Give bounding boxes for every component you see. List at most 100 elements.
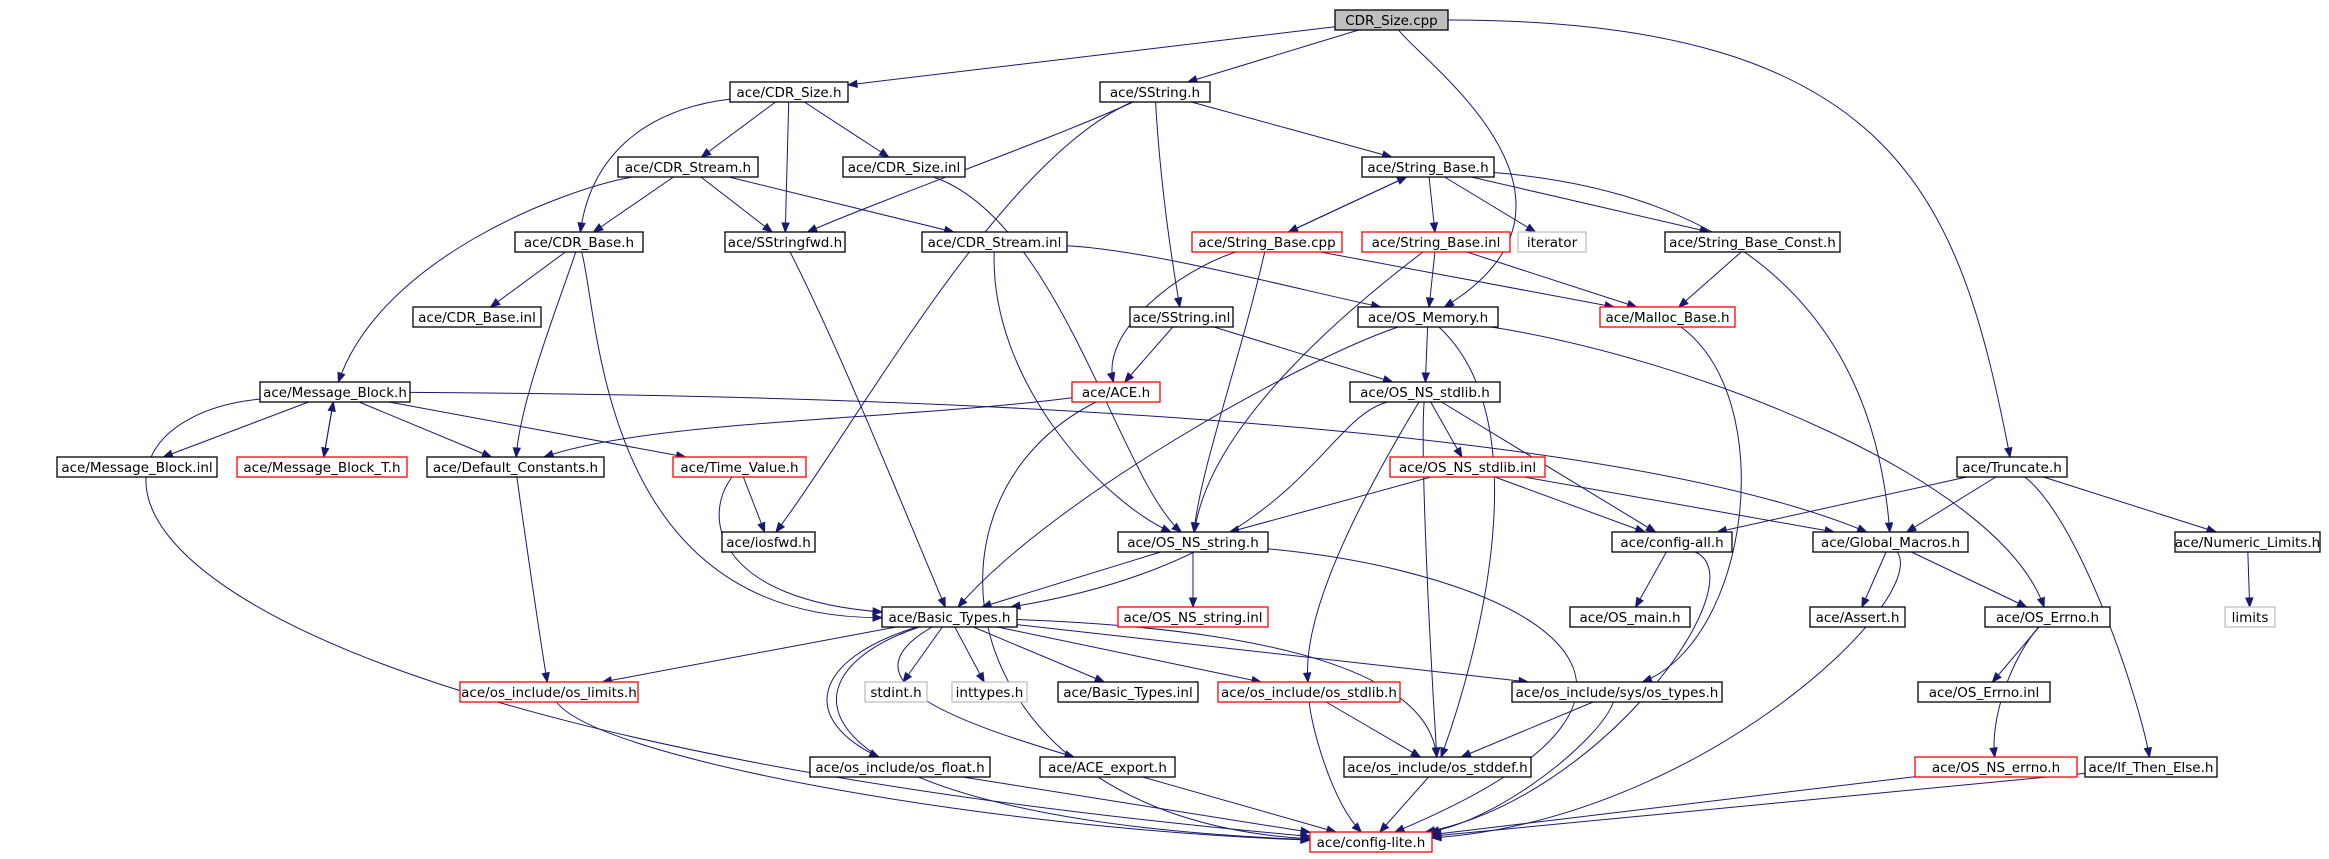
node-time_value_h[interactable]: ace/Time_Value.h [672, 456, 807, 478]
node-cdr_base_h[interactable]: ace/CDR_Base.h [514, 231, 644, 253]
node-sstring_h[interactable]: ace/SString.h [1099, 81, 1211, 103]
arrowhead-os_stddef_h [1431, 747, 1441, 759]
node-basic_types_h[interactable]: ace/Basic_Types.h [881, 606, 1018, 628]
node-default_constants_h[interactable]: ace/Default_Constants.h [426, 456, 605, 478]
node-message_block_t_h[interactable]: ace/Message_Block_T.h [236, 456, 408, 478]
node-label: ace/OS_NS_stdlib.h [1360, 385, 1490, 401]
node-box [809, 756, 991, 778]
node-limits[interactable]: limits [2224, 606, 2276, 628]
arrowhead-config_lite_h [1351, 822, 1363, 833]
arrowhead-basic_types_h [937, 596, 946, 609]
node-sys_os_types_h[interactable]: ace/os_include/sys/os_types.h [1511, 681, 1723, 703]
node-label: ace/os_include/os_limits.h [461, 685, 637, 701]
node-cdr_size_inl[interactable]: ace/CDR_Size.inl [842, 156, 966, 178]
node-label: ace/SString.h [1110, 85, 1200, 101]
node-os_stdlib_h[interactable]: ace/os_include/os_stdlib.h [1217, 681, 1401, 703]
node-label: ace/OS_Errno.inl [1929, 685, 2040, 701]
node-label: ace/os_include/os_stdlib.h [1221, 685, 1397, 701]
edge-cdr_size_h-to-cdr_size_inl [804, 101, 889, 158]
node-box [672, 456, 807, 478]
node-os_stddef_h[interactable]: ace/os_include/os_stddef.h [1343, 756, 1532, 778]
arrowhead-config_all_h [1634, 524, 1647, 533]
node-global_macros_h[interactable]: ace/Global_Macros.h [1812, 531, 1969, 553]
node-box [1389, 456, 1546, 478]
node-os_ns_stdlib_inl[interactable]: ace/OS_NS_stdlib.inl [1389, 456, 1546, 478]
node-basic_types_inl[interactable]: ace/Basic_Types.inl [1057, 681, 1199, 703]
node-os_errno_inl[interactable]: ace/OS_Errno.inl [1917, 681, 2051, 703]
node-box [1599, 306, 1736, 328]
node-os_errno_h[interactable]: ace/OS_Errno.h [1984, 606, 2111, 628]
arrowhead-config_lite_h [1300, 835, 1312, 844]
node-assert_h[interactable]: ace/Assert.h [1809, 606, 1906, 628]
arrowhead-os_memory_h [1425, 297, 1435, 309]
node-root[interactable]: CDR_Size.cpp [1334, 9, 1449, 31]
node-string_base_const_h[interactable]: ace/String_Base_Const.h [1664, 231, 1841, 253]
edge-cdr_stream_h-to-cdr_stream_inl [728, 176, 954, 233]
arrowhead-os_stddef_h [1410, 748, 1422, 758]
node-os_ns_stdlib_h[interactable]: ace/OS_NS_stdlib.h [1349, 381, 1501, 403]
node-config_all_h[interactable]: ace/config-all.h [1611, 531, 1733, 553]
node-os_ns_string_h[interactable]: ace/OS_NS_string.h [1117, 531, 1269, 553]
node-message_block_h[interactable]: ace/Message_Block.h [259, 381, 411, 403]
node-string_base_inl[interactable]: ace/String_Base.inl [1361, 231, 1511, 253]
node-label: ace/Malloc_Base.h [1605, 310, 1729, 326]
node-box [864, 681, 928, 703]
node-label: ace/OS_NS_string.inl [1123, 610, 1262, 626]
edge-os_memory_h-to-basic_types_h [957, 326, 1399, 608]
node-malloc_base_h[interactable]: ace/Malloc_Base.h [1599, 306, 1736, 328]
node-os_memory_h[interactable]: ace/OS_Memory.h [1357, 306, 1499, 328]
edge-root-to-truncate_h [1447, 19, 2011, 458]
node-truncate_h[interactable]: ace/Truncate.h [1956, 456, 2068, 478]
arrowhead-cdr_base_h [592, 223, 604, 233]
edge-os_ns_stdlib_inl-to-global_macros_h [1523, 476, 1835, 533]
edge-global_macros_h-to-config_lite_h [1431, 551, 1901, 839]
node-if_then_else_h[interactable]: ace/If_Then_Else.h [2084, 756, 2218, 778]
arrowhead-os_memory_h [1443, 298, 1455, 308]
node-label: ace/os_include/sys/os_types.h [1516, 685, 1719, 701]
edge-message_block_h-to-time_value_h [388, 401, 686, 458]
edge-global_macros_h-to-assert_h [1861, 551, 1887, 608]
edge-sstring_h-to-iosfwd_h [775, 101, 1133, 533]
node-os_ns_errno_h[interactable]: ace/OS_NS_errno.h [1914, 756, 2078, 778]
node-os_limits_h[interactable]: ace/os_include/os_limits.h [459, 681, 639, 703]
node-stdint_h[interactable]: stdint.h [864, 681, 928, 703]
edge-sstring_h-to-sstring_inl [1155, 101, 1181, 308]
edge-ace_h-to-config_lite_h [982, 401, 1311, 840]
node-sstringfwd_h[interactable]: ace/SStringfwd.h [724, 231, 846, 253]
edge-cdr_size_h-to-sstringfwd_h [784, 101, 790, 233]
arrowhead-truncate_h [2004, 446, 2013, 459]
node-box [721, 531, 816, 553]
node-ace_export_h[interactable]: ace/ACE_export.h [1039, 756, 1176, 778]
node-string_base_cpp[interactable]: ace/String_Base.cpp [1191, 231, 1343, 253]
node-os_main_h[interactable]: ace/OS_main.h [1569, 606, 1691, 628]
arrowhead-default_constants_h [481, 449, 493, 458]
node-cdr_stream_inl[interactable]: ace/CDR_Stream.inl [921, 231, 1068, 253]
node-message_block_inl[interactable]: ace/Message_Block.inl [56, 456, 218, 478]
node-inttypes_h[interactable]: inttypes.h [951, 681, 1028, 703]
edge-sstring_inl-to-os_ns_stdlib_h [1213, 326, 1393, 383]
node-cdr_base_inl[interactable]: ace/CDR_Base.inl [412, 306, 542, 328]
node-box [412, 306, 542, 328]
node-label: ace/os_include/os_float.h [815, 760, 984, 776]
node-iosfwd_h[interactable]: ace/iosfwd.h [721, 531, 816, 553]
node-cdr_stream_h[interactable]: ace/CDR_Stream.h [617, 156, 759, 178]
node-numeric_limits_h[interactable]: ace/Numeric_Limits.h [2174, 531, 2321, 553]
node-label: ace/SString.inl [1133, 310, 1231, 326]
arrowhead-message_block_h [327, 400, 336, 413]
node-os_float_h[interactable]: ace/os_include/os_float.h [809, 756, 991, 778]
edge-time_value_h-to-iosfwd_h [742, 476, 766, 533]
arrowhead-os_ns_stdlib_inl [1453, 446, 1463, 459]
node-label: limits [2232, 610, 2269, 626]
node-ace_h[interactable]: ace/ACE.h [1071, 381, 1161, 403]
node-iterator[interactable]: iterator [1517, 231, 1587, 253]
node-os_ns_string_inl[interactable]: ace/OS_NS_string.inl [1117, 606, 1269, 628]
node-label: ace/CDR_Size.h [736, 85, 841, 101]
arrowhead-default_constants_h [542, 449, 555, 458]
node-config_lite_h[interactable]: ace/config-lite.h [1309, 831, 1433, 853]
arrowhead-ace_h [1123, 372, 1135, 384]
node-sstring_inl[interactable]: ace/SString.inl [1129, 306, 1234, 328]
arrowhead-cdr_size_h [846, 79, 858, 89]
node-string_base_h[interactable]: ace/String_Base.h [1361, 156, 1495, 178]
node-box [2224, 606, 2276, 628]
node-cdr_size_h[interactable]: ace/CDR_Size.h [729, 81, 849, 103]
